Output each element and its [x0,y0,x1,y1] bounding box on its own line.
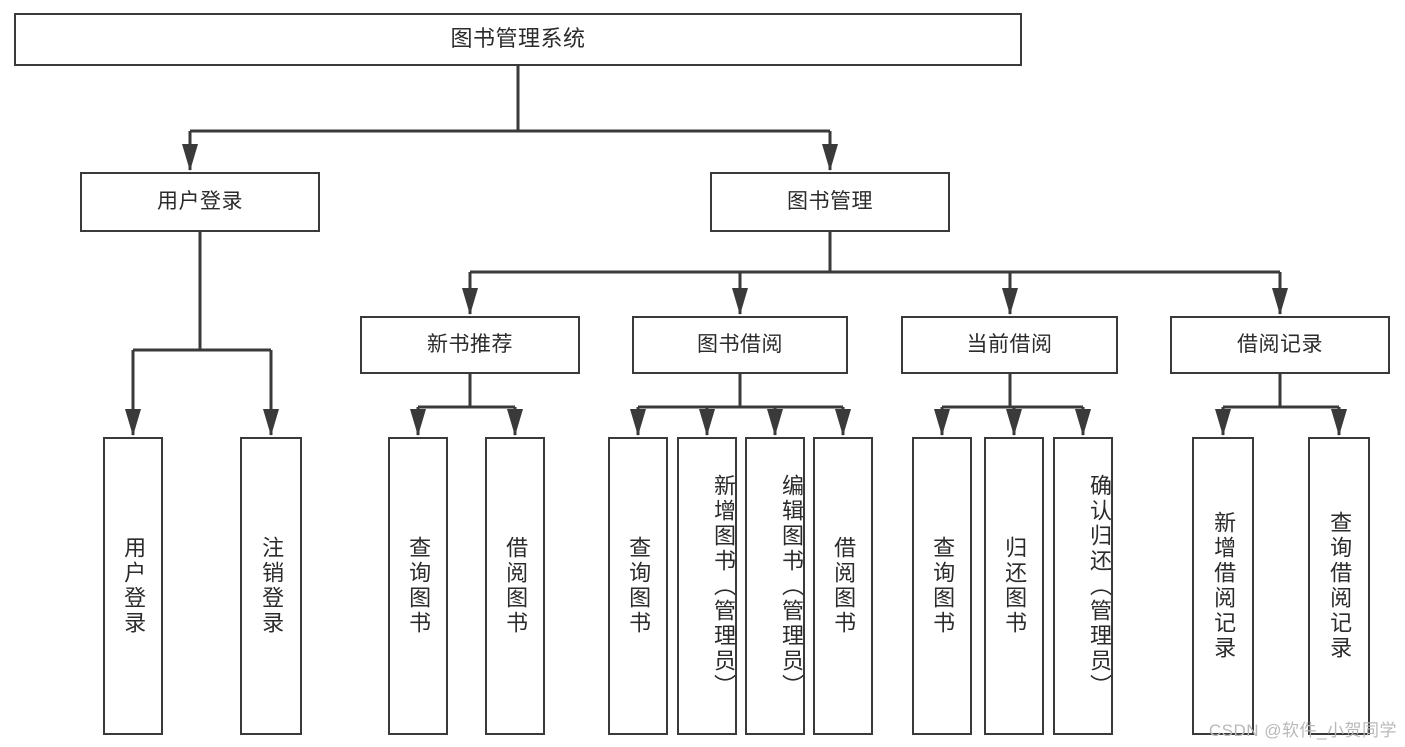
node-label: 新增图书（管理员） [711,473,736,699]
node-label: 新增借阅记录 [1211,511,1237,661]
node-label: 注销登录 [259,536,285,636]
node-label: 查询图书 [406,536,432,636]
node-current-borrow[interactable]: 当前借阅 [901,316,1118,374]
node-label: 用户登录 [121,536,147,636]
node-root[interactable]: 图书管理系统 [14,13,1022,66]
node-label: 查询图书 [930,536,956,636]
node-label: 图书管理系统 [450,26,586,52]
node-label: 查询图书 [626,536,652,636]
leaf-leaf-return-book[interactable]: 归还图书 [984,437,1044,735]
leaf-leaf-edit-book[interactable]: 编辑图书（管理员） [745,437,805,735]
node-label: 借阅图书 [831,536,857,636]
watermark-text: CSDN @软件_小贺同学 [1208,721,1397,740]
leaf-leaf-borrow-book-1[interactable]: 借阅图书 [485,437,545,735]
leaf-leaf-query-book-1[interactable]: 查询图书 [388,437,448,735]
node-new-book-recommend[interactable]: 新书推荐 [360,316,580,374]
node-label: 当前借阅 [966,333,1053,357]
node-user-login[interactable]: 用户登录 [80,172,320,232]
node-label: 新书推荐 [427,333,513,357]
node-label: 借阅记录 [1237,333,1323,357]
node-label: 借阅图书 [503,536,529,636]
node-label: 用户登录 [157,190,243,214]
leaf-leaf-add-borrow-record[interactable]: 新增借阅记录 [1192,437,1254,735]
node-book-manage[interactable]: 图书管理 [710,172,950,232]
node-label: 图书借阅 [697,333,783,357]
leaf-leaf-borrow-book-2[interactable]: 借阅图书 [813,437,873,735]
node-label: 查询借阅记录 [1327,511,1353,661]
node-label: 归还图书 [1002,536,1028,636]
leaf-leaf-query-borrow-record[interactable]: 查询借阅记录 [1308,437,1370,735]
node-book-borrow[interactable]: 图书借阅 [632,316,848,374]
leaf-leaf-add-book[interactable]: 新增图书（管理员） [677,437,737,735]
leaf-leaf-query-book-2[interactable]: 查询图书 [608,437,668,735]
node-label: 图书管理 [787,190,873,214]
node-label: 确认归还（管理员） [1087,473,1112,699]
leaf-leaf-user-login[interactable]: 用户登录 [103,437,163,735]
node-borrow-record[interactable]: 借阅记录 [1170,316,1390,374]
node-label: 编辑图书（管理员） [779,473,804,699]
leaf-leaf-confirm-return[interactable]: 确认归还（管理员） [1053,437,1113,735]
leaf-leaf-query-book-3[interactable]: 查询图书 [912,437,972,735]
leaf-leaf-logout-login[interactable]: 注销登录 [240,437,302,735]
